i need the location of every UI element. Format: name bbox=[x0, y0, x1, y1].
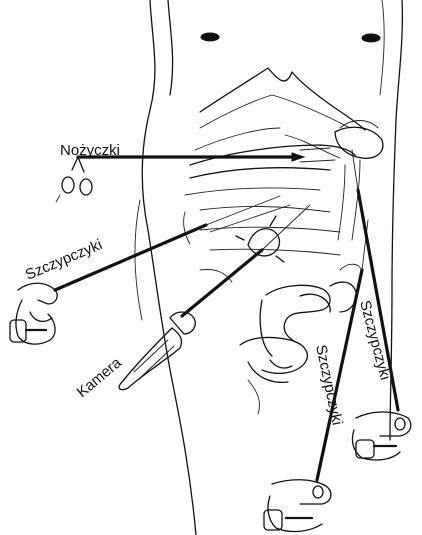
forceps-bottom-instrument bbox=[264, 220, 368, 531]
label-forceps-bottom: Szczypczyki bbox=[312, 343, 346, 426]
forceps-bottom-handle bbox=[264, 480, 331, 532]
nipples bbox=[201, 33, 380, 42]
label-forceps-right: Szczypczyki bbox=[356, 299, 394, 382]
scissors-handle bbox=[56, 157, 92, 202]
label-camera: Kamera bbox=[74, 354, 126, 401]
forceps-right-handle bbox=[352, 412, 410, 460]
abdominal-organs bbox=[184, 121, 383, 415]
forceps-left-handle bbox=[10, 283, 57, 344]
camera-instrument bbox=[119, 205, 310, 390]
label-forceps-left: Szczypczyki bbox=[23, 236, 105, 284]
label-scissors: Nożyczki bbox=[60, 142, 120, 159]
